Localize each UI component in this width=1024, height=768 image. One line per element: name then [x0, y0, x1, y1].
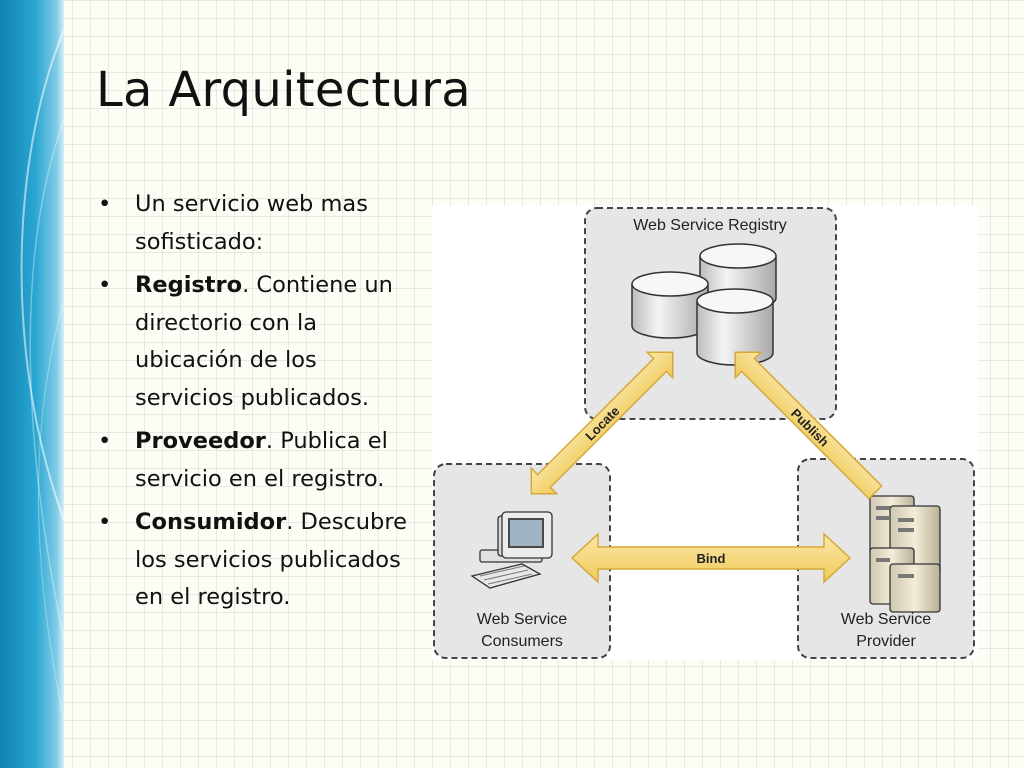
bullet-dot: •	[98, 509, 112, 535]
registry-label: Web Service Registry	[633, 217, 787, 234]
bullet-item-proveedor: • Proveedor. Publica el servicio en el r…	[96, 423, 416, 498]
bullet-term: Consumidor	[135, 509, 287, 535]
bind-arrow: Bind	[570, 532, 852, 584]
provider-label-line1: Web Service	[841, 611, 932, 628]
consumers-label-line2: Consumers	[481, 633, 563, 650]
consumers-box: Web Service Consumers	[433, 463, 611, 659]
provider-box: Web Service Provider	[797, 458, 975, 659]
server-icon	[869, 495, 941, 613]
database-icon	[631, 243, 777, 366]
registry-box: Web Service Registry	[584, 207, 837, 420]
bullet-dot: •	[98, 191, 112, 217]
bullet-dot: •	[98, 272, 112, 298]
architecture-diagram: Web Service Registry Web S	[432, 206, 978, 660]
bullet-item-servicio: • Un servicio web mas sofisticado:	[96, 186, 416, 261]
provider-label-line2: Provider	[856, 633, 916, 650]
bullet-item-registro: • Registro. Contiene un directorio con l…	[96, 267, 416, 417]
consumers-label-line1: Web Service	[477, 611, 568, 628]
decorative-swirl	[20, 29, 64, 721]
diagram-canvas: Web Service Registry Web S	[433, 207, 975, 659]
bullet-item-consumidor: • Consumidor. Descubre los servicios pub…	[96, 504, 416, 617]
left-decorative-band	[0, 0, 64, 768]
bullet-term: Registro	[135, 272, 243, 298]
bullet-list: • Un servicio web mas sofisticado: • Reg…	[96, 186, 416, 623]
bullet-text: . Publica el servicio en el registro.	[135, 428, 388, 492]
bullet-text: . Contiene un directorio con la ubicació…	[135, 272, 393, 411]
slide-title: La Arquitectura	[96, 62, 471, 118]
bullet-text: . Descubre los servicios publicados en e…	[135, 509, 407, 610]
bullet-text: Un servicio web mas sofisticado:	[135, 191, 368, 255]
bind-arrow-label: Bind	[697, 551, 726, 566]
computer-icon	[470, 511, 553, 589]
bullet-term: Proveedor	[135, 428, 266, 454]
bullet-dot: •	[98, 428, 112, 454]
